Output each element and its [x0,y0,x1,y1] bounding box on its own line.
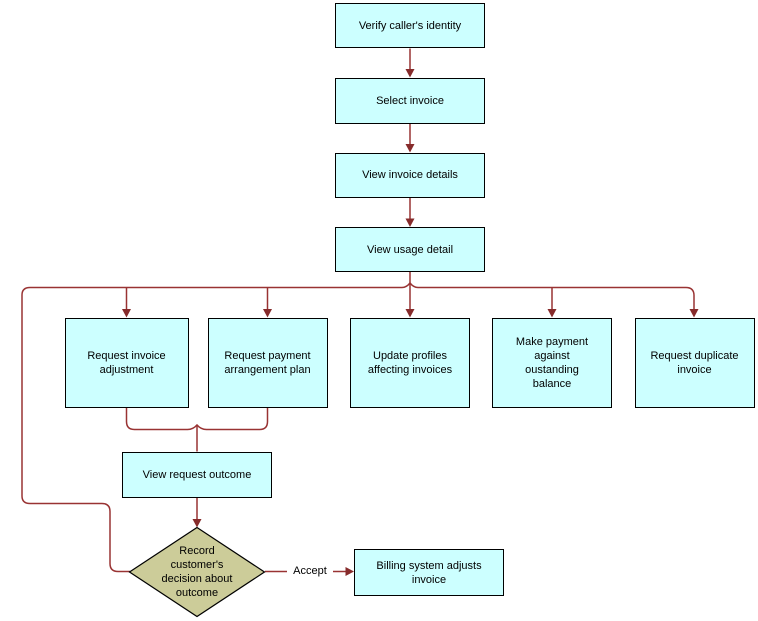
edge-label-accept: Accept [287,565,333,578]
edge-merge-to-view-outcome [125,408,269,452]
arrow-down-icon [547,309,557,318]
node-label: View request outcome [142,468,252,481]
node-request-invoice-adjustment: Request invoice adjustment [64,318,189,408]
node-make-payment-against-outstanding-balance: Make payment against oustanding balance [492,318,612,408]
edge-drop-make-payment [547,287,557,318]
edge-verify-to-select [405,48,415,78]
arrow-down-icon [405,144,415,153]
node-request-duplicate-invoice: Request duplicate invoice [634,318,755,408]
arrow-right-icon [345,567,354,576]
arrow-down-icon [263,309,272,318]
edge-select-to-details [405,123,415,153]
edge-drop-request-plan [263,287,272,318]
edge-left-bypass-to-decision [21,295,130,573]
edge-outcome-to-decision [192,498,202,528]
node-label: Verify caller's identity [358,19,462,32]
node-view-request-outcome: View request outcome [122,451,272,498]
arrow-down-icon [405,309,415,318]
node-label: Request invoice adjustment [87,350,166,376]
node-label: View invoice details [362,169,458,181]
node-update-profiles-affecting-invoices: Update profiles affecting invoices [350,318,470,408]
node-verify-callers-identity: Verify caller's identity [335,3,485,48]
node-label: Select invoice [376,94,444,107]
arrow-down-icon [192,519,202,528]
node-label: View usage detail [366,243,454,256]
node-label: Request duplicate invoice [650,350,739,376]
branch-horizontal-bus [21,281,699,318]
edge-usage-trunk [405,272,415,318]
node-label: Update profiles affecting invoices [367,350,453,376]
arrow-down-icon [122,309,131,318]
node-view-invoice-details: View invoice details [335,152,485,198]
decision-diamond-shape [128,526,266,618]
node-view-usage-detail: View usage detail [335,227,485,272]
edge-details-to-usage [405,197,415,227]
node-label: Request payment arrangement plan [224,350,311,376]
edge-drop-request-adjustment [122,287,131,318]
arrow-down-icon [405,218,415,227]
node-record-customers-decision: Record customer's decision about outcome [147,544,247,600]
node-label: Make payment against oustanding balance [515,336,589,390]
node-label: Billing system adjusts invoice [376,559,482,586]
arrow-down-icon [689,309,699,318]
node-request-payment-arrangement-plan: Request payment arrangement plan [207,318,328,408]
node-label: Record customer's decision about outcome [161,545,233,599]
node-select-invoice: Select invoice [335,77,485,124]
node-billing-system-adjusts-invoice: Billing system adjusts invoice [354,549,504,596]
arrow-down-icon [405,69,415,78]
